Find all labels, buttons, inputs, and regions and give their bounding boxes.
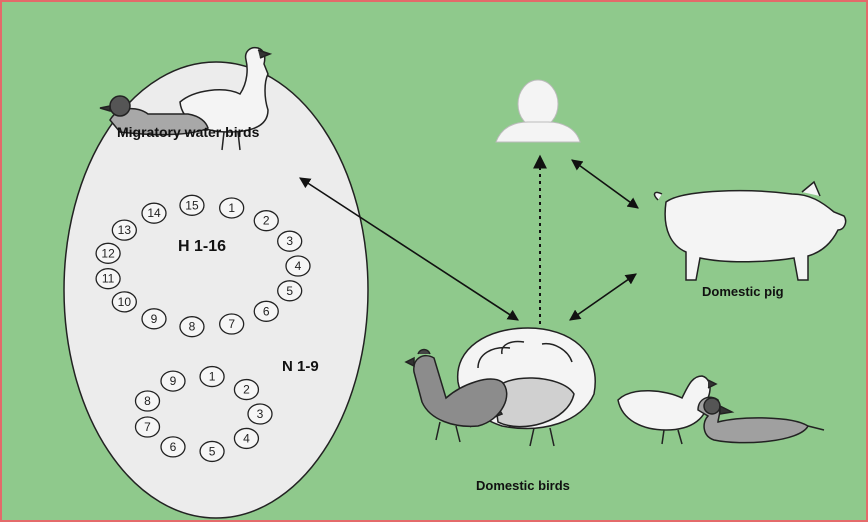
h-subtype-3: 3: [278, 231, 302, 251]
n-subtype-3: 3: [248, 404, 272, 424]
svg-text:9: 9: [151, 312, 158, 326]
svg-text:5: 5: [209, 444, 216, 458]
h-subtype-13: 13: [112, 220, 136, 240]
n-subtype-2: 2: [234, 380, 258, 400]
hemagglutinin-label: H 1-16: [178, 238, 226, 256]
svg-text:9: 9: [170, 374, 177, 388]
svg-text:8: 8: [189, 320, 196, 334]
n-subtype-7: 7: [135, 417, 159, 437]
h-subtype-1: 1: [220, 198, 244, 218]
reservoir-label: Migratory water birds: [117, 124, 259, 140]
svg-text:12: 12: [101, 246, 115, 260]
poultry-label: Domestic birds: [476, 478, 570, 493]
n-subtype-4: 4: [234, 428, 258, 448]
svg-text:1: 1: [209, 370, 216, 384]
n-subtype-6: 6: [161, 437, 185, 457]
neuraminidase-label: N 1-9: [282, 358, 319, 375]
svg-text:13: 13: [118, 223, 132, 237]
svg-text:15: 15: [185, 198, 199, 212]
svg-text:2: 2: [263, 214, 270, 228]
pig-human-arrow: [572, 160, 638, 208]
h-subtype-15: 15: [180, 195, 204, 215]
svg-text:10: 10: [118, 295, 132, 309]
h-subtype-10: 10: [112, 292, 136, 312]
human-icon: [496, 80, 580, 142]
svg-text:5: 5: [286, 284, 293, 298]
h-subtype-2: 2: [254, 211, 278, 231]
svg-text:3: 3: [286, 234, 293, 248]
n-subtype-1: 1: [200, 367, 224, 387]
svg-text:6: 6: [263, 304, 270, 318]
h-subtype-8: 8: [180, 317, 204, 337]
svg-text:4: 4: [295, 259, 302, 273]
h-subtype-11: 11: [96, 269, 120, 289]
svg-text:4: 4: [243, 431, 250, 445]
n-subtype-9: 9: [161, 371, 185, 391]
n-subtype-8: 8: [135, 391, 159, 411]
h-subtype-12: 12: [96, 243, 120, 263]
svg-text:1: 1: [228, 201, 235, 215]
h-subtype-6: 6: [254, 301, 278, 321]
svg-text:2: 2: [243, 383, 250, 397]
pig-label: Domestic pig: [702, 284, 784, 299]
pig-icon: [655, 182, 846, 280]
h-subtype-14: 14: [142, 203, 166, 223]
svg-text:3: 3: [257, 407, 264, 421]
h-subtype-7: 7: [220, 314, 244, 334]
h-subtype-9: 9: [142, 309, 166, 329]
h-subtype-4: 4: [286, 256, 310, 276]
svg-text:7: 7: [144, 420, 151, 434]
svg-text:7: 7: [228, 317, 235, 331]
svg-text:11: 11: [102, 272, 115, 286]
svg-text:8: 8: [144, 394, 151, 408]
n-subtype-5: 5: [200, 441, 224, 461]
duck-icon: [698, 397, 824, 442]
svg-text:6: 6: [170, 440, 177, 454]
h-subtype-5: 5: [278, 281, 302, 301]
svg-text:14: 14: [147, 206, 161, 220]
poultry-pig-arrow: [570, 274, 636, 320]
